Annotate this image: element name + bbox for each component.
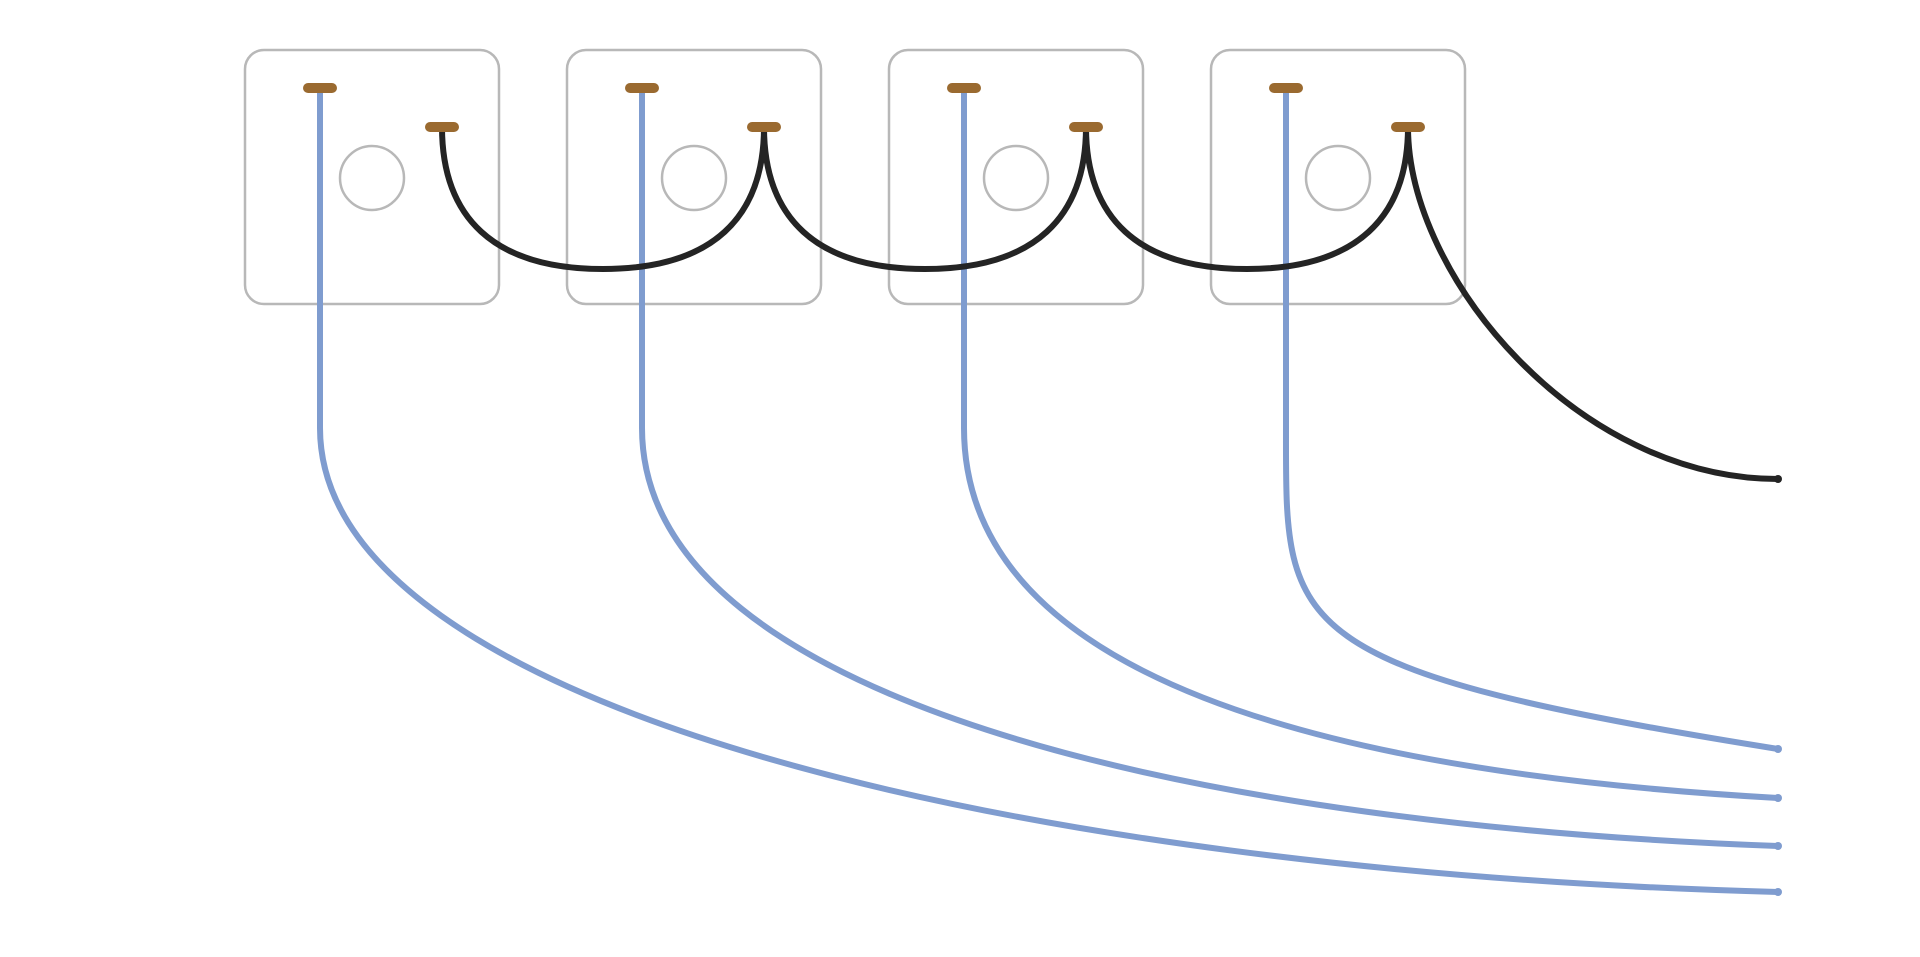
common-wire [439, 124, 1781, 482]
module-4-frame [1209, 48, 1467, 306]
modules-group [243, 48, 1467, 306]
signal-wires-group [317, 85, 1781, 895]
module-2-knob [660, 144, 728, 212]
signal-wire-2 [639, 85, 1781, 849]
signal-wire-4-end [1774, 745, 1782, 753]
signal-wire-3 [961, 85, 1781, 801]
common-wire-end [1774, 475, 1782, 483]
module-1-frame [243, 48, 501, 306]
module-4-knob [1304, 144, 1372, 212]
signal-wire-3-end [1774, 794, 1782, 802]
signal-wire-1-end [1774, 888, 1782, 896]
signal-wire-1 [317, 85, 1781, 895]
module-3-knob [982, 144, 1050, 212]
module-1-knob [338, 144, 406, 212]
module-3-frame [887, 48, 1145, 306]
signal-wire-2-end [1774, 842, 1782, 850]
terminals-group [303, 83, 1425, 132]
wire-ends-group [1774, 475, 1782, 896]
signal-wire-4 [1282, 85, 1781, 752]
common-wire-group [439, 124, 1781, 482]
module-2-frame [565, 48, 823, 306]
